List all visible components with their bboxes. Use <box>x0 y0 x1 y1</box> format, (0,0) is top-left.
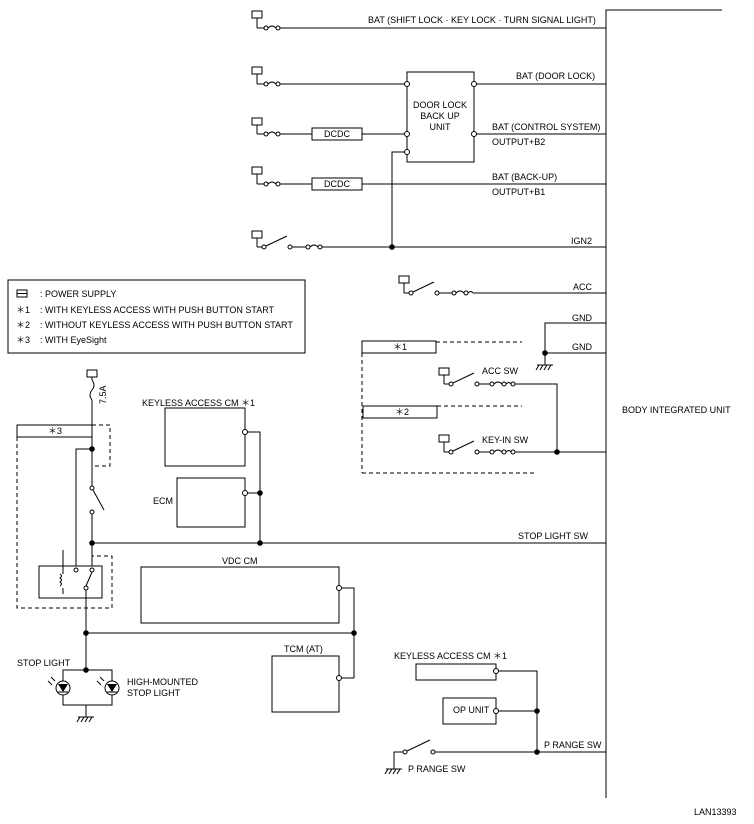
high-mounted-label-2: STOP LIGHT <box>127 688 181 698</box>
stop-lamp-bus <box>83 630 357 670</box>
body-integrated-unit: BODY INTEGRATED UNIT <box>605 9 731 798</box>
acc-sw-label: ACC SW <box>482 366 519 376</box>
note-box-3 <box>16 424 93 438</box>
p-range-switch: P RANGE SW P RANGE SW <box>384 739 606 775</box>
legend-key-1: ＊1 <box>16 305 30 315</box>
power-supply-icon <box>438 367 450 376</box>
door-lock-unit-label-1: DOOR LOCK <box>413 100 467 110</box>
bat-back-up-label: BAT (BACK-UP) <box>492 172 557 182</box>
power-supply-icon <box>251 10 263 19</box>
stop-light-feed: 7.5A <box>86 369 108 431</box>
body-integrated-unit-label: BODY INTEGRATED UNIT <box>622 405 731 415</box>
keyless-access-cm-bottom: KEYLESS ACCESS CM ＊1 <box>394 651 538 752</box>
power-supply-icon <box>251 117 263 126</box>
acc-label: ACC <box>573 282 593 292</box>
note-box-1-label: ＊1 <box>393 342 407 352</box>
stop-light-bulb-icon <box>47 676 71 696</box>
bat-door-lock-label: BAT (DOOR LOCK) <box>516 71 595 81</box>
p-range-sw-switch-label: P RANGE SW <box>408 764 466 774</box>
ecm: ECM <box>153 477 263 528</box>
vdc-cm: VDC CM <box>140 556 355 678</box>
dcdc-1-label: DCDC <box>324 129 350 139</box>
ecm-label: ECM <box>153 496 173 506</box>
legend-item-2: : WITHOUT KEYLESS ACCESS WITH PUSH BUTTO… <box>40 320 293 330</box>
op-unit: OP UNIT <box>442 697 540 725</box>
gnd-label-1: GND <box>572 313 593 323</box>
option-area-eyesight: ＊3 <box>16 424 113 609</box>
legend-box: : POWER SUPPLY ＊1 : WITH KEYLESS ACCESS … <box>7 279 306 354</box>
note-box-1 <box>361 340 437 354</box>
door-lock-unit-label-2: BACK UP <box>420 111 460 121</box>
power-feed-door-lock: BAT (DOOR LOCK) <box>251 66 606 87</box>
power-supply-icon <box>251 66 263 75</box>
stop-light-sw-label: STOP LIGHT SW <box>518 531 589 541</box>
stop-lamps: STOP LIGHT HIGH-MOUNTED STOP LIGHT <box>17 658 198 723</box>
figure-id: LAN13393 <box>694 807 737 817</box>
vdc-cm-label: VDC CM <box>222 556 258 566</box>
gnd-lines: GND GND <box>535 313 606 371</box>
op-unit-label: OP UNIT <box>453 705 490 715</box>
power-feed-back-up: DCDC BAT (BACK-UP) OUTPUT+B1 <box>251 166 606 197</box>
power-supply-icon <box>251 230 263 239</box>
bat-shift-lock-label: BAT (SHIFT LOCK · KEY LOCK · TURN SIGNAL… <box>368 15 596 25</box>
stop-light-switch: STOP LIGHT SW <box>75 437 606 568</box>
door-lock-unit-label-3: UNIT <box>430 122 451 132</box>
acc-line: ACC <box>398 275 606 296</box>
key-in-sw-label: KEY-IN SW <box>482 435 529 445</box>
keyless-access-cm-top-label: KEYLESS ACCESS CM ＊1 <box>142 398 255 408</box>
legend-item-1: : WITH KEYLESS ACCESS WITH PUSH BUTTON S… <box>40 305 275 315</box>
note-box-2 <box>362 405 438 419</box>
output-b2-label: OUTPUT+B2 <box>492 137 545 147</box>
power-supply-icon <box>438 434 450 443</box>
bat-control-system-label: BAT (CONTROL SYSTEM) <box>492 122 600 132</box>
note-box-3-label: ＊3 <box>48 426 62 436</box>
tcm-at-label: TCM (AT) <box>284 644 323 654</box>
note-box-2-label: ＊2 <box>395 407 409 417</box>
option-area-key-switches: ＊1 ＊2 ACC SW KEY-IN SW <box>361 340 606 474</box>
power-supply-icon <box>398 275 410 284</box>
high-mounted-label-1: HIGH-MOUNTED <box>127 677 198 687</box>
door-lock-backup-unit: DOOR LOCK BACK UP UNIT <box>404 71 477 163</box>
ign2-label: IGN2 <box>571 236 592 246</box>
legend-key-3: ＊3 <box>16 335 30 345</box>
eyesight-relay <box>38 550 103 633</box>
high-mounted-stop-light-bulb-icon <box>96 676 120 696</box>
power-supply-icon <box>86 369 98 378</box>
stop-light-label: STOP LIGHT <box>17 658 71 668</box>
power-feed-shift-lock: BAT (SHIFT LOCK · KEY LOCK · TURN SIGNAL… <box>251 10 606 31</box>
keyless-access-cm-top: KEYLESS ACCESS CM ＊1 <box>142 398 261 543</box>
fuse-rating-label: 7.5A <box>98 385 108 404</box>
power-feed-control-system: DCDC BAT (CONTROL SYSTEM) OUTPUT+B2 <box>251 117 606 147</box>
dcdc-2-label: DCDC <box>324 179 350 189</box>
gnd-label-2: GND <box>572 342 593 352</box>
legend-item-3: : WITH EyeSight <box>40 335 107 345</box>
legend-item-power-supply: : POWER SUPPLY <box>40 289 116 299</box>
power-supply-icon <box>251 166 263 175</box>
ign2-line: IGN2 <box>251 230 606 250</box>
tcm-at: TCM (AT) <box>271 644 354 713</box>
legend-key-2: ＊2 <box>16 320 30 330</box>
keyless-access-cm-bottom-label: KEYLESS ACCESS CM ＊1 <box>394 651 507 661</box>
p-range-sw-line-label: P RANGE SW <box>544 740 602 750</box>
output-b1-label: OUTPUT+B1 <box>492 187 545 197</box>
